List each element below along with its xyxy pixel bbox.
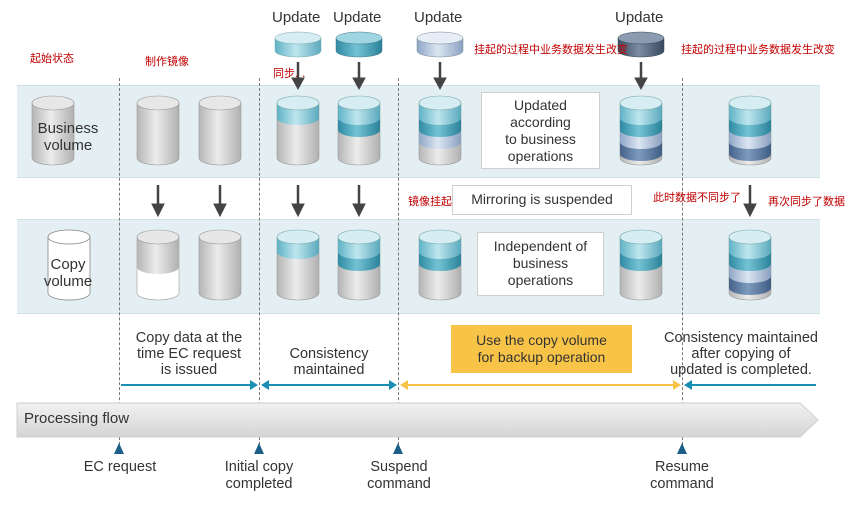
- annotation-changed-1: 挂起的过程中业务数据发生改变: [474, 43, 628, 56]
- separator-initial-copy: [259, 78, 260, 450]
- copy-cylinder-initial: [47, 229, 91, 301]
- annotation-mirror-suspended: 镜像挂起: [408, 195, 452, 208]
- annotation-synced-again: 再次同步了数据: [768, 195, 845, 208]
- copy-cylinder-suspended: [418, 229, 462, 301]
- arrow-sync-2: [352, 185, 366, 218]
- separator-ec-request: [119, 78, 120, 450]
- phase-consistency-after: Consistency maintained after copying of …: [664, 330, 818, 378]
- business-cylinder-consistent-2: [337, 95, 381, 166]
- annotation-changed-2: 挂起的过程中业务数据发生改变: [681, 43, 835, 56]
- copy-volume-label: Copy volume: [43, 256, 93, 290]
- arrow-update-1: [291, 62, 305, 91]
- business-cylinder-resumed: [728, 95, 772, 166]
- independent-box: Independent of business operations: [477, 232, 604, 296]
- business-volume-label: Business volume: [37, 120, 99, 154]
- phase-copy-data: Copy data at the time EC request is issu…: [135, 330, 243, 378]
- phase-consistency: Consistency maintained: [289, 346, 369, 378]
- update-label-1: Update: [272, 9, 321, 26]
- milestone-ec-request: EC request: [83, 459, 157, 475]
- update-label-3: Update: [414, 9, 463, 26]
- arrow-sync-1: [291, 185, 305, 218]
- copy-cylinder-resumed: [728, 229, 772, 301]
- update-disk-1: [274, 31, 322, 58]
- arrow-update-2: [352, 62, 366, 91]
- marker-initial-copy: [254, 443, 264, 454]
- marker-suspend: [393, 443, 403, 454]
- annotation-sync: 同步. .: [273, 67, 306, 80]
- arrow-copy-2: [213, 185, 227, 218]
- copy-cylinder-ec-2: [198, 229, 242, 301]
- business-cylinder-ec-1: [136, 95, 180, 166]
- update-disk-3: [416, 31, 464, 58]
- business-cylinder-ec-2: [198, 95, 242, 166]
- separator-resume: [682, 78, 683, 450]
- processing-flow-label: Processing flow: [24, 410, 130, 427]
- timeline-consistency-after: [684, 380, 816, 390]
- arrow-copy-1: [151, 185, 165, 218]
- annotation-not-synced: 此时数据不同步了: [653, 191, 741, 204]
- separator-suspend: [398, 78, 399, 450]
- processing-flow-arrow: [16, 402, 819, 438]
- marker-ec-request: [114, 443, 124, 454]
- business-cylinder-pre-resume: [619, 95, 663, 166]
- copy-cylinder-pre-resume: [619, 229, 663, 301]
- milestone-resume: Resume command: [650, 459, 714, 492]
- mirroring-suspended-box: Mirroring is suspended: [452, 185, 632, 215]
- copy-cylinder-ec-1: [136, 229, 180, 301]
- milestone-suspend: Suspend command: [367, 459, 431, 492]
- update-disk-4: [617, 31, 665, 58]
- annotation-make-mirror: 制作镜像: [145, 55, 189, 68]
- business-cylinder-consistent-1: [276, 95, 320, 166]
- marker-resume: [677, 443, 687, 454]
- business-cylinder-suspended: [418, 95, 462, 166]
- update-disk-2: [335, 31, 383, 58]
- update-label-2: Update: [333, 9, 382, 26]
- copy-cylinder-consistent-1: [276, 229, 320, 301]
- timeline-consistency: [261, 380, 397, 390]
- business-cylinder-initial: [31, 95, 75, 166]
- copy-cylinder-consistent-2: [337, 229, 381, 301]
- annotation-initial-state: 起始状态: [30, 52, 74, 65]
- updated-business-box: Updated according to business operations: [481, 92, 600, 169]
- phase-use-copy: Use the copy volume for backup operation: [451, 325, 632, 373]
- arrow-update-3: [433, 62, 447, 91]
- update-label-4: Update: [615, 9, 664, 26]
- milestone-initial-copy: Initial copy completed: [224, 459, 294, 492]
- arrow-update-4: [634, 62, 648, 91]
- timeline-copy-data: [121, 380, 258, 390]
- arrow-resync: [743, 185, 757, 218]
- timeline-use-copy: [400, 380, 681, 390]
